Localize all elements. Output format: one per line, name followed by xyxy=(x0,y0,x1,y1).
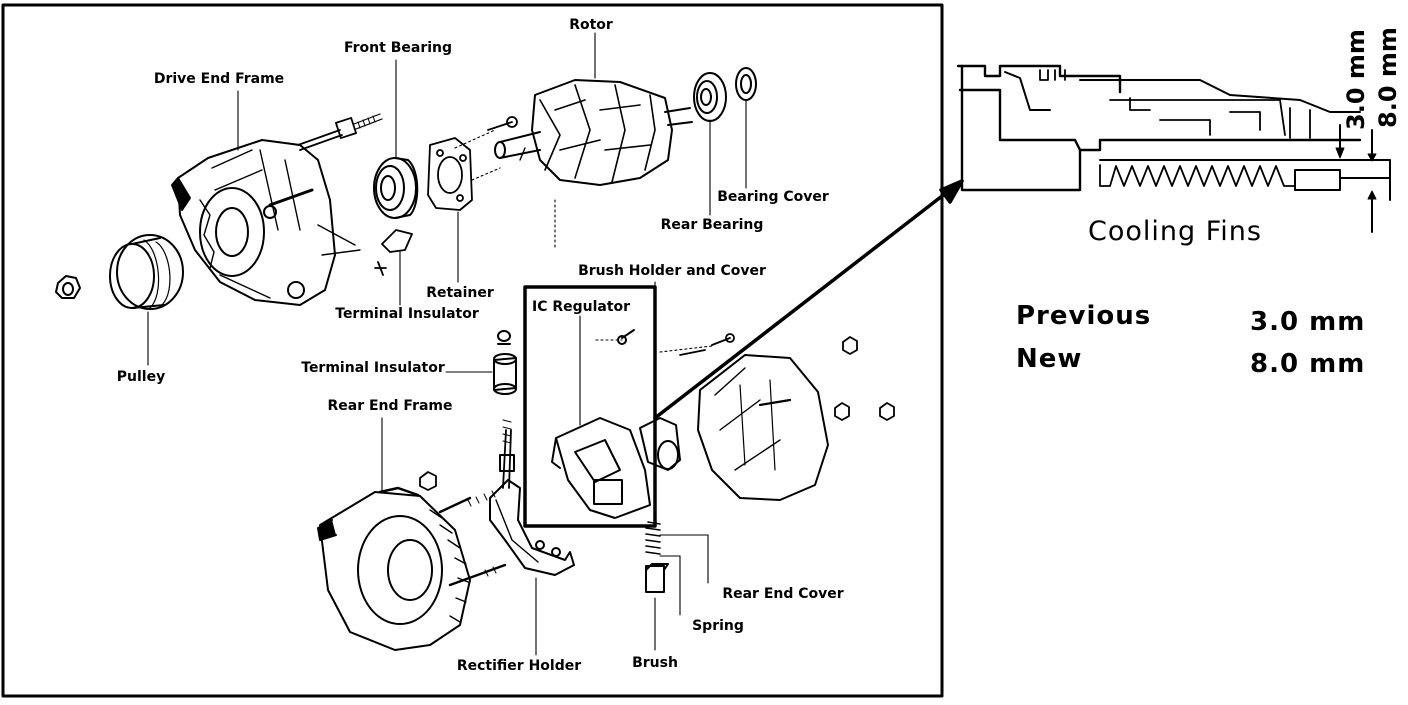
brush-part xyxy=(645,563,669,593)
label-retainer: Retainer xyxy=(426,285,494,301)
rectifier-holder-part xyxy=(489,419,575,576)
retainer-part xyxy=(427,137,473,211)
diagram-border xyxy=(1,3,944,698)
label-front-bearing: Front Bearing xyxy=(343,40,453,56)
label-ic-regulator: IC Regulator xyxy=(532,299,631,315)
label-rear-end-cover: Rear End Cover xyxy=(722,586,844,602)
cooling-fins-detail xyxy=(956,64,1391,233)
rear-bearing-part xyxy=(693,72,727,122)
bearing-cover-part xyxy=(735,67,757,101)
label-rear-end-frame: Rear End Frame xyxy=(327,398,453,414)
label-rotor: Rotor xyxy=(569,17,613,33)
label-drive-end-frame: Drive End Frame xyxy=(153,71,285,87)
brush-holder-highlight-box xyxy=(523,285,657,528)
rear-end-frame-part xyxy=(317,486,507,651)
dotted-guides xyxy=(454,129,713,353)
label-spring: Spring xyxy=(692,618,744,634)
retainer-screw-part xyxy=(487,116,518,131)
label-brush: Brush xyxy=(632,655,678,671)
comparison-new-label: New xyxy=(1016,344,1083,374)
terminal-insulator-part xyxy=(493,330,517,395)
rear-end-cover-part xyxy=(679,349,829,501)
small-nut-part xyxy=(419,471,437,491)
comparison-previous-label: Previous xyxy=(1016,301,1152,331)
leader-lines xyxy=(148,33,747,656)
label-cooling-fins: Cooling Fins xyxy=(1088,216,1262,247)
cover-nuts-part xyxy=(834,336,895,421)
label-terminal-insulator-lower: Terminal Insulator xyxy=(301,360,445,376)
drive-end-frame-part xyxy=(171,139,361,306)
through-bolt-part xyxy=(297,113,383,151)
label-rectifier-holder: Rectifier Holder xyxy=(456,658,582,674)
pulley-part xyxy=(109,234,184,310)
comparison-new-value: 8.0 mm xyxy=(1250,349,1366,379)
label-brush-holder-and-cover: Brush Holder and Cover xyxy=(578,263,766,279)
ic-regulator-part xyxy=(551,329,651,519)
label-bearing-cover: Bearing Cover xyxy=(717,189,829,205)
dimension-label-new: 8.0 mm xyxy=(1374,27,1402,128)
cover-screw-part xyxy=(711,333,735,346)
spring-part xyxy=(645,521,661,555)
comparison-previous-value: 3.0 mm xyxy=(1250,307,1366,337)
front-bearing-part xyxy=(373,157,419,219)
dimension-label-prev: 3.0 mm xyxy=(1342,29,1370,130)
terminal-insulator-small-part xyxy=(374,229,413,276)
label-rear-bearing: Rear Bearing xyxy=(660,217,764,233)
detail-callout-arrow xyxy=(653,179,964,420)
label-pulley: Pulley xyxy=(116,369,166,385)
brush-holder-cover-part xyxy=(639,417,681,471)
rotor-part xyxy=(494,79,693,186)
label-terminal-insulator-upper: Terminal Insulator xyxy=(335,306,479,322)
pulley-nut-part xyxy=(55,275,81,299)
